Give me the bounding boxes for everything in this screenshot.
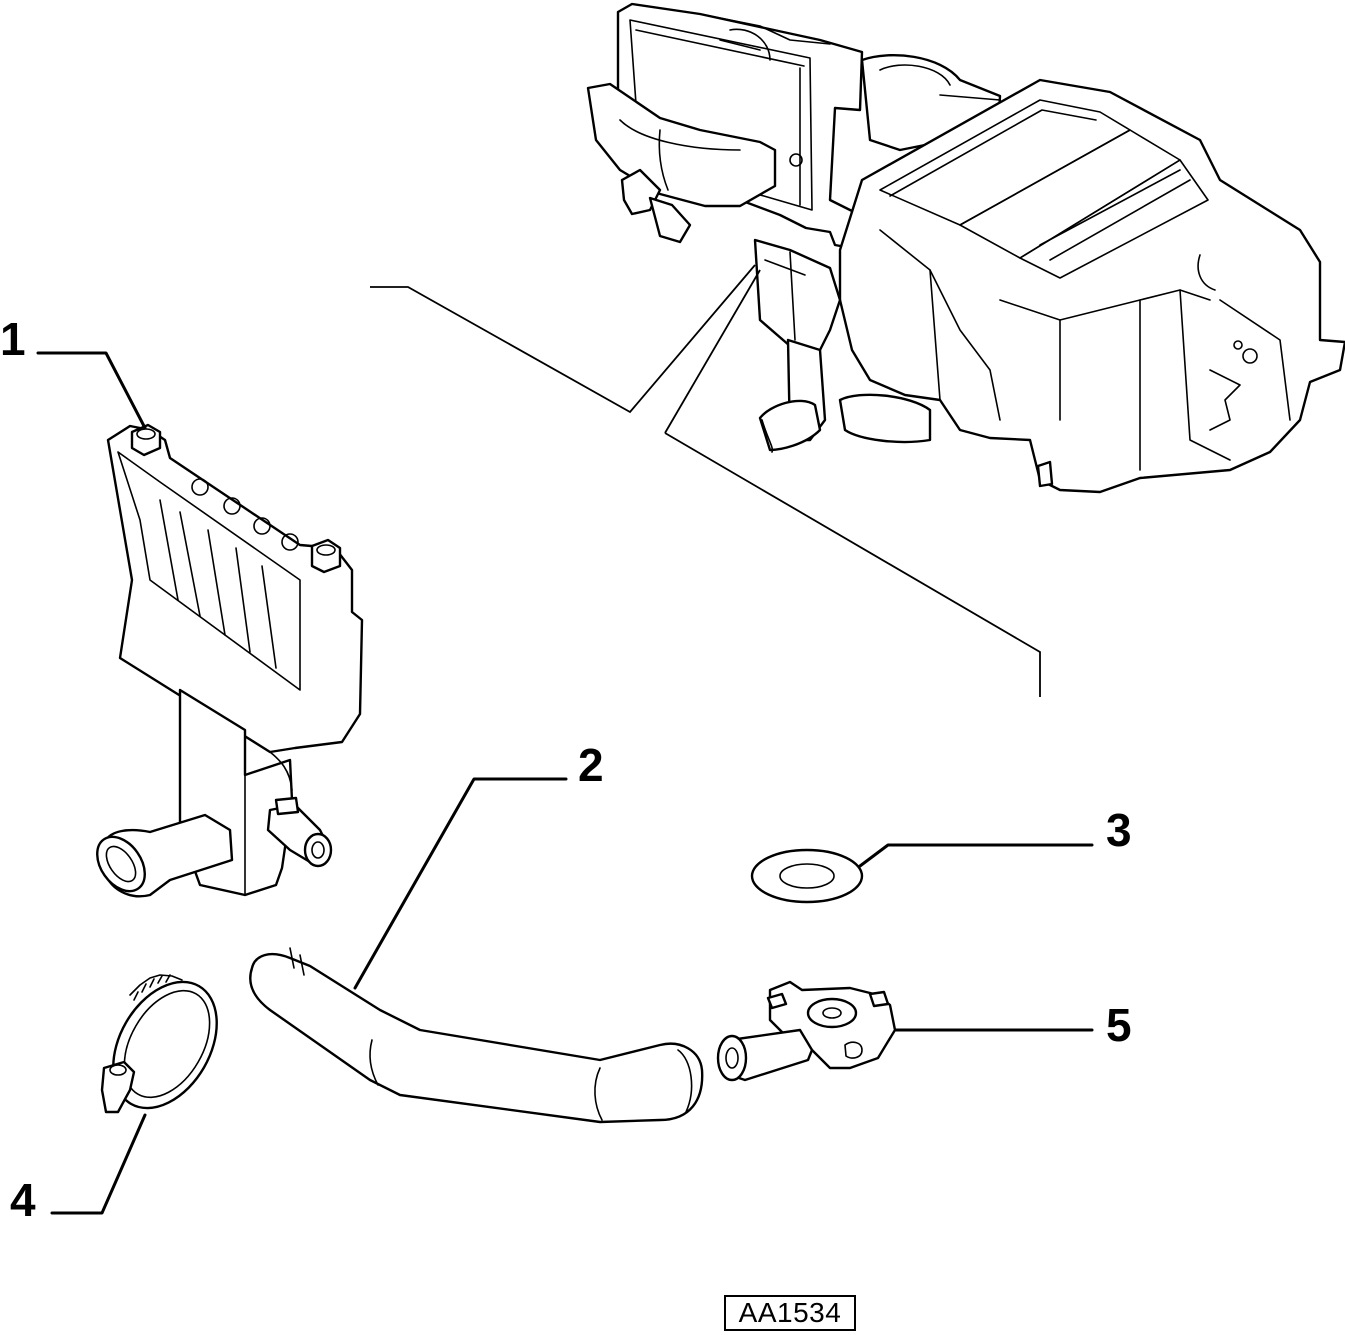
part-1-drain-manifold: [96, 423, 364, 898]
leader-1: [36, 351, 147, 430]
assembly-guide-lines: [370, 264, 1041, 697]
callout-4: 4: [10, 1174, 36, 1226]
part-4-hose-clamp: [100, 974, 218, 1114]
reference-code-label: AA1534: [724, 1295, 856, 1331]
part-2-hose: [249, 947, 704, 1124]
callout-5: 5: [1106, 999, 1132, 1051]
callout-3: 3: [1106, 804, 1132, 856]
part-5-valve-fitting: [716, 980, 897, 1082]
callout-numbers: 1 2 3 5 4: [0, 313, 1132, 1226]
callout-2: 2: [578, 739, 604, 791]
leader-lines: [36, 351, 1094, 1215]
leader-3: [858, 843, 1094, 868]
heater-unit-assembly: [586, 2, 1345, 494]
part-3-washer: [750, 848, 864, 904]
leader-2: [353, 777, 568, 990]
leader-4: [50, 1113, 147, 1215]
callout-1: 1: [0, 313, 26, 365]
